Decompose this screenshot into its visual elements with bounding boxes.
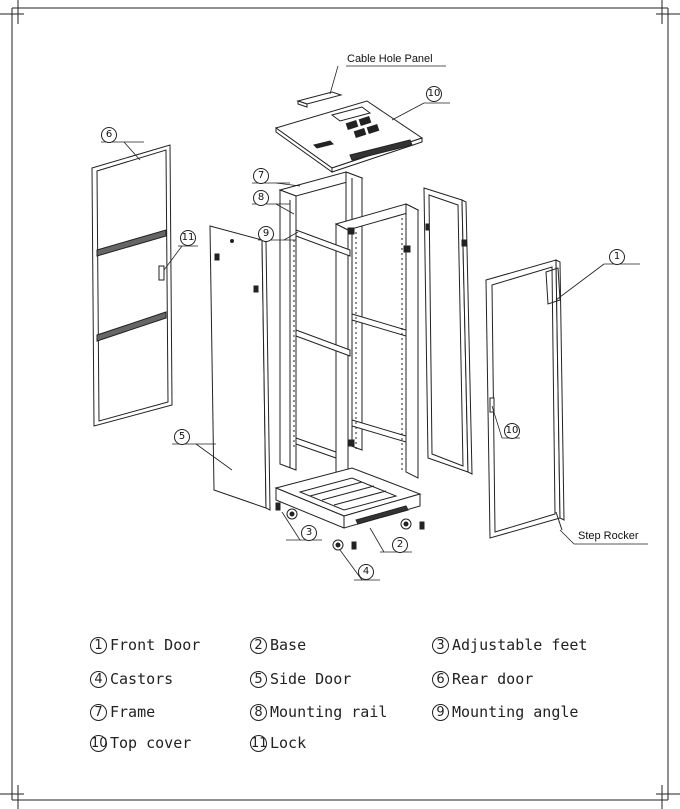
callout-9: 9 xyxy=(258,226,274,242)
cable-hole-panel-label: Cable Hole Panel xyxy=(347,53,433,65)
callout-10-lock: 10 xyxy=(504,423,520,439)
top-cover-part xyxy=(274,100,424,173)
callout-6: 6 xyxy=(101,127,117,143)
frame-part xyxy=(278,171,420,505)
callout-11: 11 xyxy=(180,230,196,246)
rear-door-right-part xyxy=(423,187,473,475)
callout-4: 4 xyxy=(358,564,374,580)
callout-5: 5 xyxy=(174,429,190,445)
rear-door-part xyxy=(91,144,173,427)
callout-7: 7 xyxy=(253,168,269,184)
callout-8: 8 xyxy=(253,190,269,206)
castors-and-feet xyxy=(275,502,425,551)
callout-10-top: 10 xyxy=(426,86,442,102)
cable-hole-panel-part xyxy=(296,91,343,108)
callout-1: 1 xyxy=(609,249,625,265)
front-door-part xyxy=(485,259,565,539)
callout-2: 2 xyxy=(392,537,408,553)
side-door-part xyxy=(209,225,271,511)
step-rocker-label: Step Rocker xyxy=(578,530,639,542)
base-part xyxy=(274,467,422,529)
callout-3: 3 xyxy=(301,525,317,541)
